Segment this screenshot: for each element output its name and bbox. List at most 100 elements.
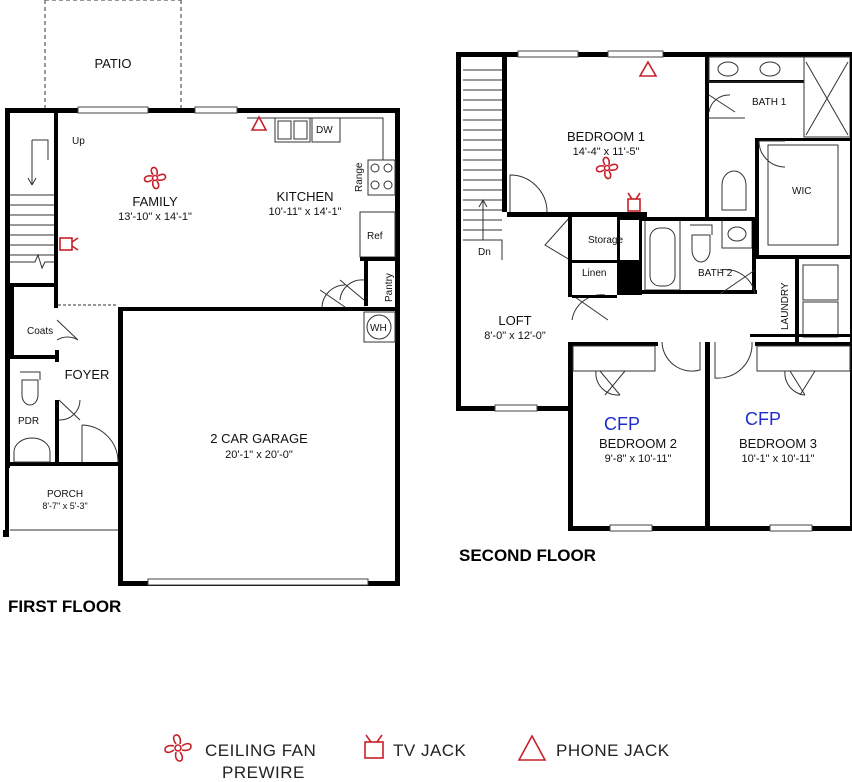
wall-storage-left	[568, 217, 572, 297]
window-loft	[494, 404, 538, 412]
bath1-toilet	[721, 170, 747, 211]
room-label-wic: WIC	[792, 186, 811, 197]
wall-family-left	[54, 263, 58, 308]
phone-jack-icon	[250, 115, 268, 131]
dryer	[802, 301, 839, 338]
bed2-closet-doors	[595, 370, 626, 396]
bed3-closet	[756, 345, 851, 372]
door-bath2	[719, 269, 756, 295]
room-dims-bedroom2: 9'-8" x 10'-11"	[605, 453, 672, 465]
bath2-vanity	[721, 219, 753, 249]
stair-dn-label: Dn	[478, 247, 491, 258]
storage-outline	[544, 216, 571, 261]
garage-door	[147, 578, 369, 586]
second-floor: BEDROOM 1 14'-4" x 11'-5" BATH 1 WIC Sto…	[456, 50, 852, 565]
wall-porch-left	[5, 466, 9, 536]
window-bed1-2	[607, 50, 664, 58]
wall-pdr-right	[55, 400, 59, 462]
wall-pantry-top	[360, 257, 395, 261]
wall-bath2-bottom	[642, 290, 757, 294]
wall-coats	[10, 287, 14, 355]
room-label-linen: Linen	[582, 268, 606, 279]
room-label-porch: PORCH	[47, 489, 83, 500]
door-bed2	[661, 341, 701, 372]
stair-wall-2	[502, 57, 507, 212]
wall-porch-top	[5, 462, 118, 466]
tv-jack-icon	[364, 734, 384, 759]
tv-jack-icon	[627, 192, 641, 212]
second-floor-title: SECOND FLOOR	[459, 546, 596, 565]
porch-post	[3, 530, 9, 537]
wall-pdr-top	[5, 355, 57, 359]
door-pantry	[339, 279, 365, 301]
ceiling-fan-icon	[164, 734, 192, 762]
door-pdr	[58, 399, 81, 421]
wall-right	[395, 108, 400, 586]
wall-wic-left	[755, 140, 759, 255]
room-label-storage: Storage	[588, 235, 623, 246]
washer	[802, 264, 839, 301]
label-pantry: Pantry	[384, 273, 395, 302]
stair-wall	[5, 113, 10, 283]
bath1-sink-1	[717, 61, 739, 77]
wall-left	[5, 108, 10, 468]
wall-pantry-left	[364, 261, 368, 306]
bath1-shower	[803, 56, 851, 138]
bed3-closet-doors	[784, 370, 816, 396]
bath2-tub-inner	[649, 227, 676, 287]
room-dims-kitchen: 10'-11" x 14'-1"	[269, 206, 342, 218]
sink-basin-1	[277, 120, 292, 140]
kitchen-counter-top	[247, 117, 384, 160]
door-bed1	[509, 174, 548, 213]
bath2-sink	[727, 226, 747, 242]
room-dims-porch: 8'-7" x 5'-3"	[42, 501, 87, 511]
door-wic	[758, 140, 786, 168]
dishwasher	[311, 117, 341, 143]
room-dims-bedroom3: 10'-1" x 10'-11"	[742, 453, 815, 465]
bath1-sink-2	[759, 61, 781, 77]
room-label-bedroom3: BEDROOM 3	[739, 436, 817, 451]
cfp-note-bedroom2: CFP	[604, 414, 640, 434]
wall-garage-left	[118, 308, 123, 586]
first-floor: PATIO Up FAMILY 13'-10" x 14'-1" KITCHEN…	[3, 0, 400, 616]
door-front	[81, 424, 119, 463]
room-label-bath1: BATH 1	[752, 97, 787, 108]
wic-shelves	[767, 144, 839, 246]
door-garage	[319, 284, 346, 308]
first-floor-title: FIRST FLOOR	[8, 597, 121, 616]
stair-arrow-icon	[27, 139, 49, 186]
wall-coats-top	[5, 283, 57, 287]
wall-coats-jamb	[55, 350, 59, 362]
room-label-kitchen: KITCHEN	[276, 189, 333, 204]
room-label-family: FAMILY	[132, 194, 178, 209]
wall-wic-top	[755, 138, 852, 141]
water-heater	[366, 314, 392, 340]
bath2-toilet	[690, 224, 713, 263]
wall-bath2-top	[642, 217, 755, 221]
phone-jack-icon	[638, 60, 658, 77]
sink-pdr	[13, 437, 51, 463]
room-label-laundry: LAUNDRY	[780, 282, 791, 330]
label-ref: Ref	[367, 231, 383, 242]
room-label-loft: LOFT	[498, 313, 531, 328]
door-coats	[56, 319, 79, 341]
toilet-pdr	[20, 371, 41, 406]
wall-bath1-left	[705, 57, 709, 217]
room-label-pdr: PDR	[18, 416, 39, 427]
wall-bed2-left	[568, 342, 573, 530]
window-family-2	[194, 106, 238, 114]
wall-bed1-bottom	[507, 212, 647, 217]
wall-bed3-top	[755, 342, 852, 346]
stair-break	[10, 253, 54, 270]
patio-outline	[44, 0, 182, 108]
window-bed2	[609, 524, 653, 532]
cfp-note-bedroom3: CFP	[745, 409, 781, 429]
wall-laundry-left	[795, 259, 799, 344]
kitchen-sink	[274, 117, 311, 143]
room-dims-bedroom1: 14'-4" x 11'-5"	[573, 146, 640, 158]
wall-linen-top	[572, 260, 617, 263]
wall-laundry-bottom	[750, 334, 852, 337]
wall-left-2	[456, 52, 461, 411]
ceiling-fan-icon	[143, 166, 167, 190]
